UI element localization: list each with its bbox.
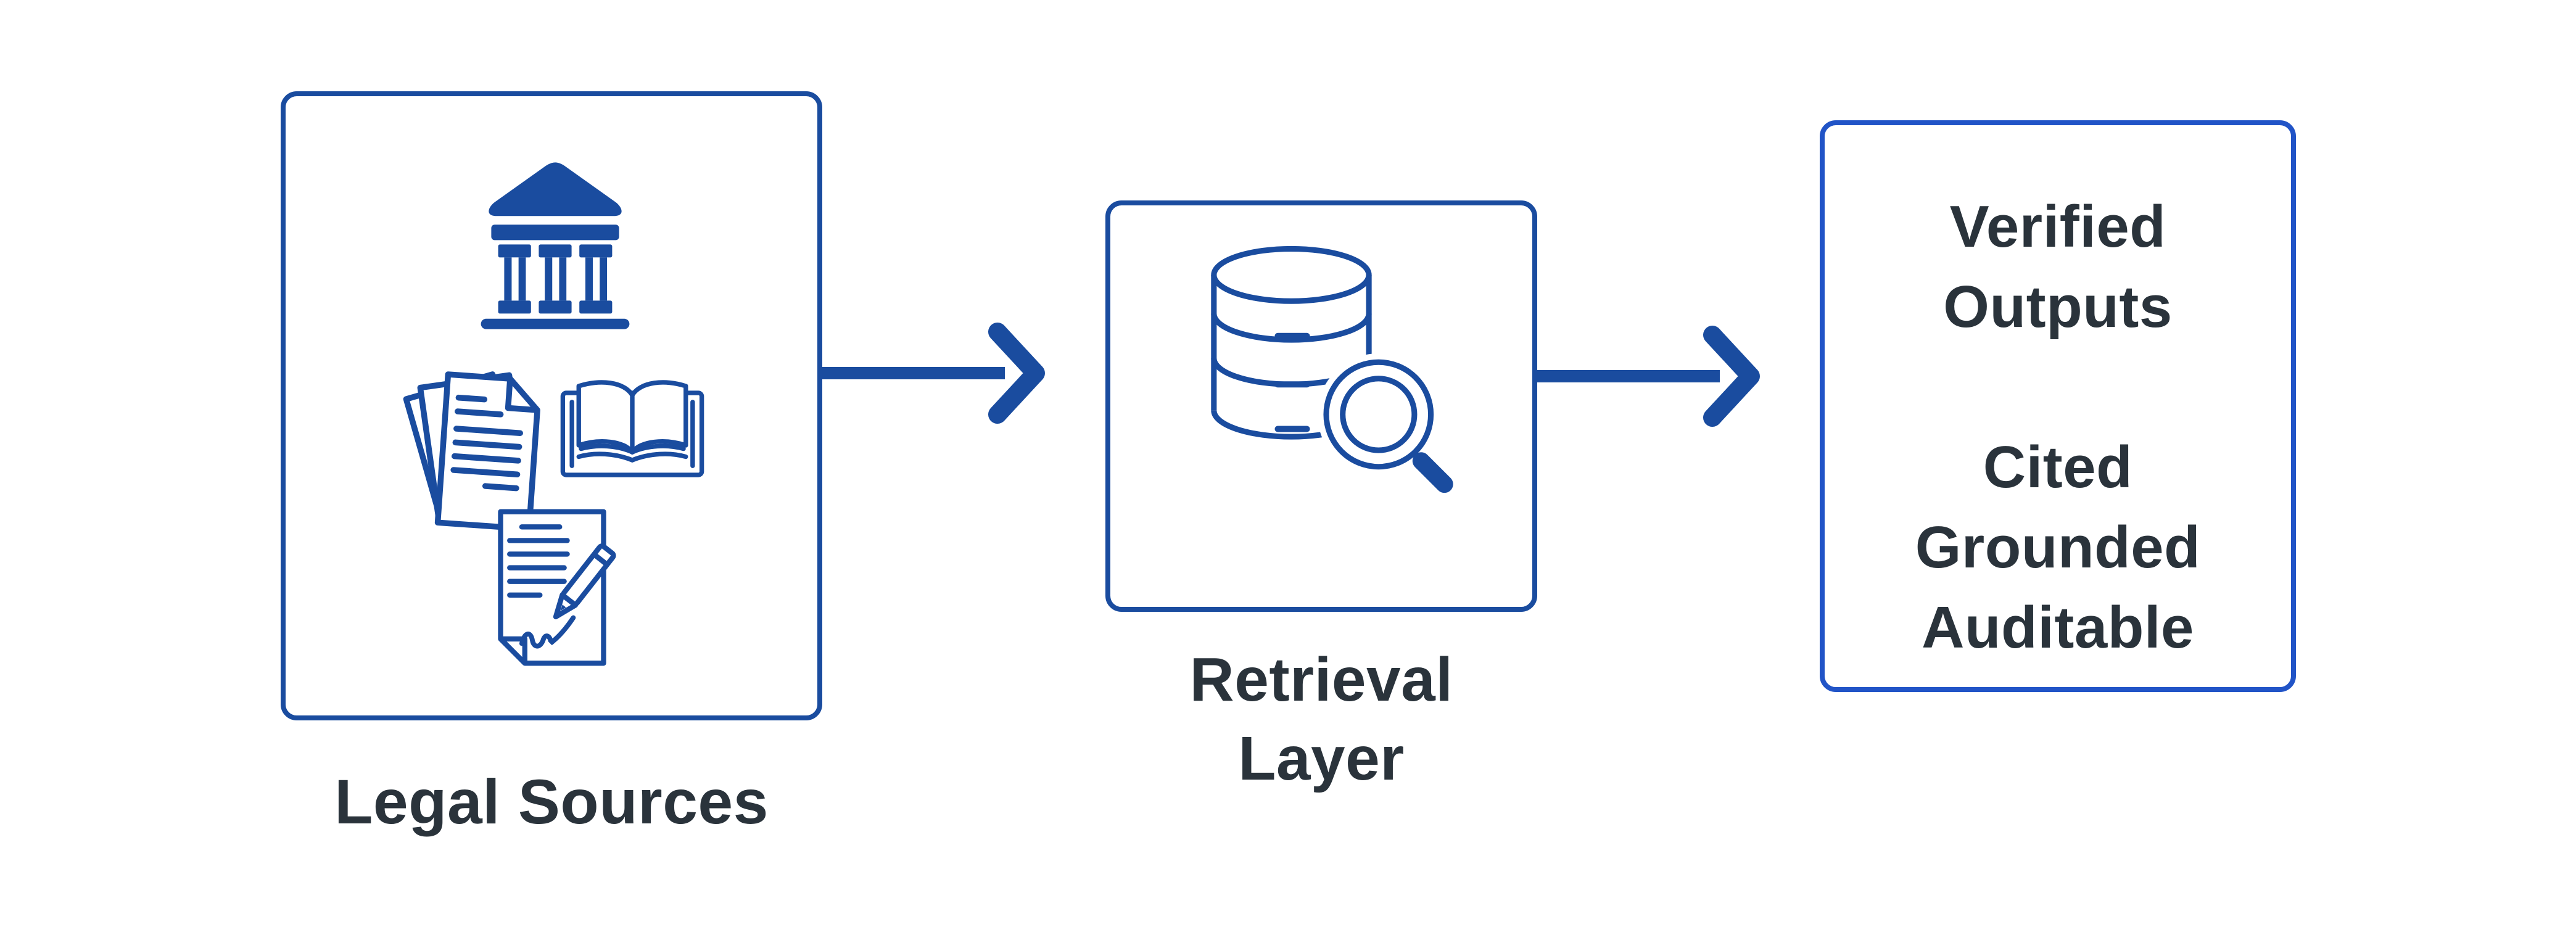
arrow-retrieval-to-outputs — [1537, 326, 1760, 427]
verified-outputs-item-auditable: Auditable — [1922, 595, 2194, 661]
database-search-icon — [1211, 245, 1453, 493]
verified-outputs-box: Verified Outputs Cited Grounded Auditabl… — [1820, 120, 2296, 692]
verified-outputs-item-cited: Cited — [1983, 434, 2133, 500]
legal-sources-box — [281, 91, 822, 720]
retrieval-layer-label: Retrieval Layer — [1105, 640, 1537, 798]
bank-icon — [481, 162, 630, 329]
verified-outputs-item-grounded: Grounded — [1915, 514, 2201, 580]
verified-outputs-title: Verified Outputs — [1825, 187, 2291, 347]
verified-outputs-text: Verified Outputs Cited Grounded Auditabl… — [1825, 187, 2291, 668]
documents-stack-icon — [403, 371, 540, 532]
retrieval-layer-box — [1105, 200, 1537, 612]
retrieval-layer-label-line2: Layer — [1238, 724, 1405, 793]
open-book-icon — [560, 380, 704, 477]
legal-sources-label: Legal Sources — [334, 767, 769, 837]
verified-outputs-title-line2: Outputs — [1943, 274, 2173, 340]
verified-outputs-items: Cited Grounded Auditable — [1825, 427, 2291, 668]
retrieval-layer-label-line1: Retrieval — [1189, 645, 1453, 714]
arrow-legal-to-retrieval — [822, 323, 1045, 424]
verified-outputs-title-line1: Verified — [1949, 194, 2166, 260]
signed-contract-icon — [498, 509, 616, 666]
